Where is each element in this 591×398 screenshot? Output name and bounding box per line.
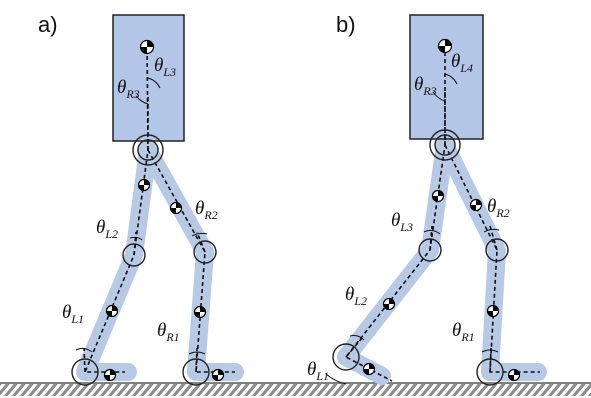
panel-a-com-markers (103, 39, 225, 382)
panel-a-angle-arcs (75, 77, 208, 355)
panel-b-joints (332, 129, 509, 386)
panel-b: b) (307, 12, 547, 386)
angle-label-b-L3: θL3 (391, 210, 413, 234)
angle-label-b-L1: θL1 (307, 359, 329, 383)
panel-b-angle-arcs (325, 73, 500, 385)
angle-label-b-L2: θL2 (345, 284, 367, 308)
panel-b-label: b) (336, 12, 356, 37)
angle-label-b-L4: θL4 (451, 51, 473, 75)
panel-b-com-markers (362, 38, 521, 382)
panel-a-joints (71, 134, 217, 386)
angle-label-a-R1: θR1 (157, 320, 180, 344)
panel-a: a) (38, 12, 244, 386)
angle-label-a-L2: θL2 (96, 217, 118, 241)
angle-label-a-R3: θR3 (117, 77, 140, 101)
angle-label-b-R1: θR1 (452, 320, 475, 344)
panel-b-torso (409, 14, 484, 140)
angle-label-b-R2: θR2 (487, 196, 510, 220)
angle-label-a-L1: θL1 (62, 302, 84, 326)
panel-a-label: a) (38, 12, 58, 37)
angle-label-a-L3: θL3 (154, 55, 176, 79)
angle-label-b-R3: θR3 (414, 74, 437, 98)
angle-label-a-R2: θR2 (195, 198, 218, 222)
ground (0, 382, 591, 396)
